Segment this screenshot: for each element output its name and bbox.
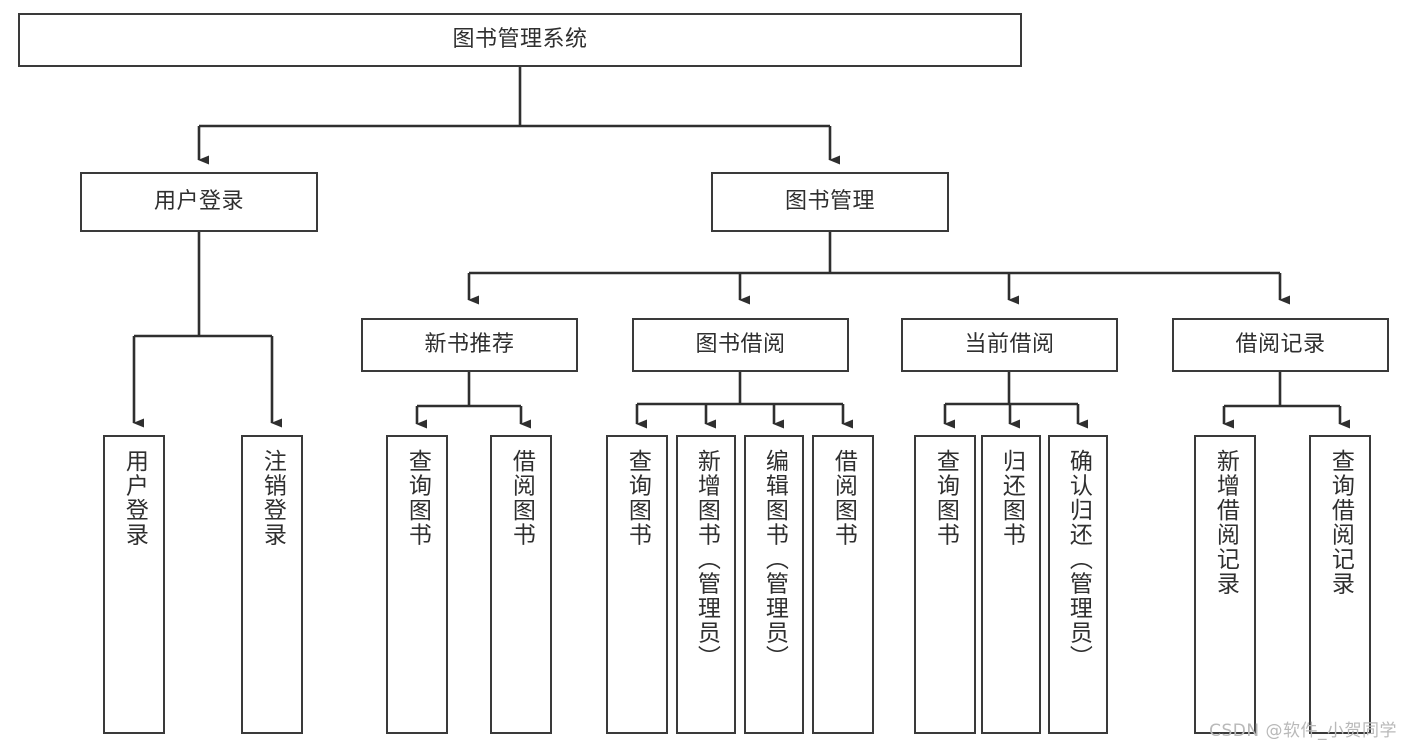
leaf-book-borrow-edit-book-admin[interactable]: 编辑图书（管理员） — [744, 435, 804, 734]
leaf-label: 查询借阅记录 — [1327, 449, 1354, 596]
node-borrow-record[interactable]: 借阅记录 — [1172, 318, 1389, 372]
node-root-label: 图书管理系统 — [452, 26, 588, 52]
node-new-book-recommend[interactable]: 新书推荐 — [361, 318, 578, 372]
node-book-borrow[interactable]: 图书借阅 — [632, 318, 849, 372]
leaf-book-borrow-borrow-book[interactable]: 借阅图书 — [812, 435, 874, 734]
node-book-management-label: 图书管理 — [784, 188, 875, 214]
leaf-label: 查询图书 — [932, 449, 959, 547]
csdn-watermark: CSDN @软件_小贺同学 — [1209, 721, 1397, 741]
leaf-user-login-logout[interactable]: 注销登录 — [241, 435, 303, 734]
leaf-label: 编辑图书（管理员） — [761, 449, 788, 670]
leaf-label: 新增借阅记录 — [1212, 449, 1239, 596]
leaf-label: 查询图书 — [404, 449, 431, 547]
leaf-current-borrow-return-book[interactable]: 归还图书 — [981, 435, 1041, 734]
leaf-label: 归还图书 — [998, 449, 1025, 547]
node-book-borrow-label: 图书借阅 — [695, 331, 786, 357]
leaf-borrow-record-query-record[interactable]: 查询借阅记录 — [1309, 435, 1371, 734]
leaf-current-borrow-query-book[interactable]: 查询图书 — [914, 435, 976, 734]
leaf-borrow-record-add-record[interactable]: 新增借阅记录 — [1194, 435, 1256, 734]
leaf-label: 查询图书 — [624, 449, 651, 547]
node-current-borrow[interactable]: 当前借阅 — [901, 318, 1118, 372]
node-user-login[interactable]: 用户登录 — [80, 172, 318, 232]
leaf-label: 新增图书（管理员） — [693, 449, 720, 670]
leaf-book-borrow-add-book-admin[interactable]: 新增图书（管理员） — [676, 435, 736, 734]
leaf-label: 注销登录 — [259, 449, 286, 547]
leaf-label: 借阅图书 — [830, 449, 857, 547]
node-book-management[interactable]: 图书管理 — [711, 172, 949, 232]
node-root-book-management-system[interactable]: 图书管理系统 — [18, 13, 1022, 67]
node-user-login-label: 用户登录 — [153, 188, 244, 214]
node-current-borrow-label: 当前借阅 — [964, 331, 1055, 357]
leaf-user-login-login[interactable]: 用户登录 — [103, 435, 165, 734]
leaf-label: 确认归还（管理员） — [1065, 449, 1092, 670]
leaf-new-book-borrow-book[interactable]: 借阅图书 — [490, 435, 552, 734]
node-new-book-recommend-label: 新书推荐 — [424, 331, 515, 357]
leaf-label: 借阅图书 — [508, 449, 535, 547]
leaf-new-book-query-book[interactable]: 查询图书 — [386, 435, 448, 734]
node-borrow-record-label: 借阅记录 — [1235, 331, 1326, 357]
leaf-label: 用户登录 — [121, 449, 148, 547]
leaf-current-borrow-confirm-return-admin[interactable]: 确认归还（管理员） — [1048, 435, 1108, 734]
leaf-book-borrow-query-book[interactable]: 查询图书 — [606, 435, 668, 734]
